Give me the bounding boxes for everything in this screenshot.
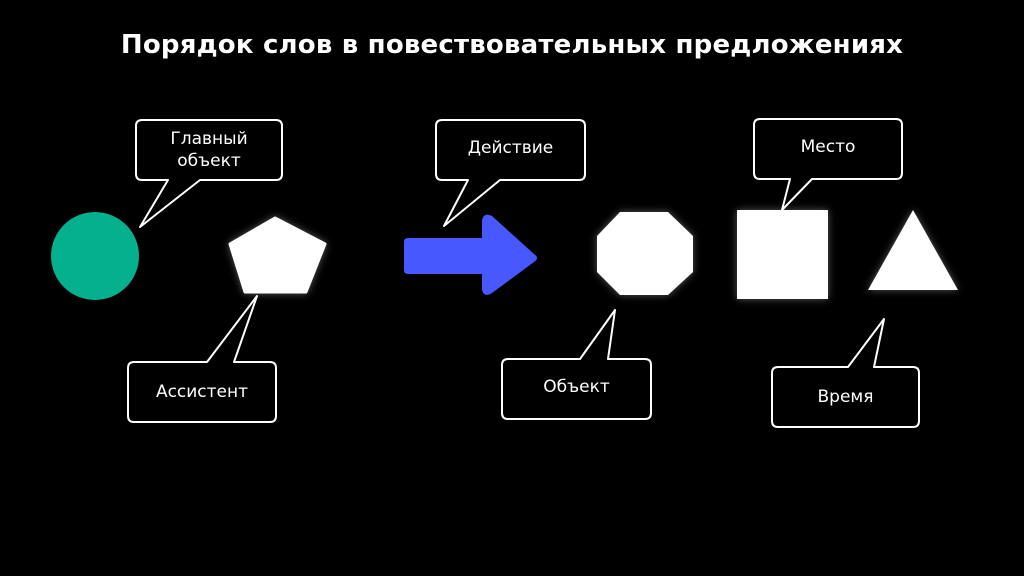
time-callout	[771, 318, 920, 428]
action-callout	[435, 119, 586, 227]
action-arrow	[404, 214, 537, 295]
action-label: Действие	[467, 138, 554, 158]
place-callout	[753, 118, 903, 211]
object-octagon	[597, 212, 693, 295]
main-object-label: Главный объект	[170, 129, 248, 171]
time-triangle	[868, 210, 958, 290]
slide-title: Порядок слов в повествовательных предлож…	[120, 30, 904, 60]
object-callout	[501, 309, 652, 420]
assistant-label: Ассистент	[155, 382, 249, 402]
object-label: Объект	[543, 377, 610, 397]
place-square	[737, 210, 828, 299]
main-object-circle	[51, 212, 139, 300]
assistant-callout	[127, 295, 277, 423]
main-object-callout	[135, 119, 283, 228]
assistant-star	[228, 216, 327, 294]
time-label: Время	[817, 387, 874, 407]
place-label: Место	[800, 137, 856, 157]
